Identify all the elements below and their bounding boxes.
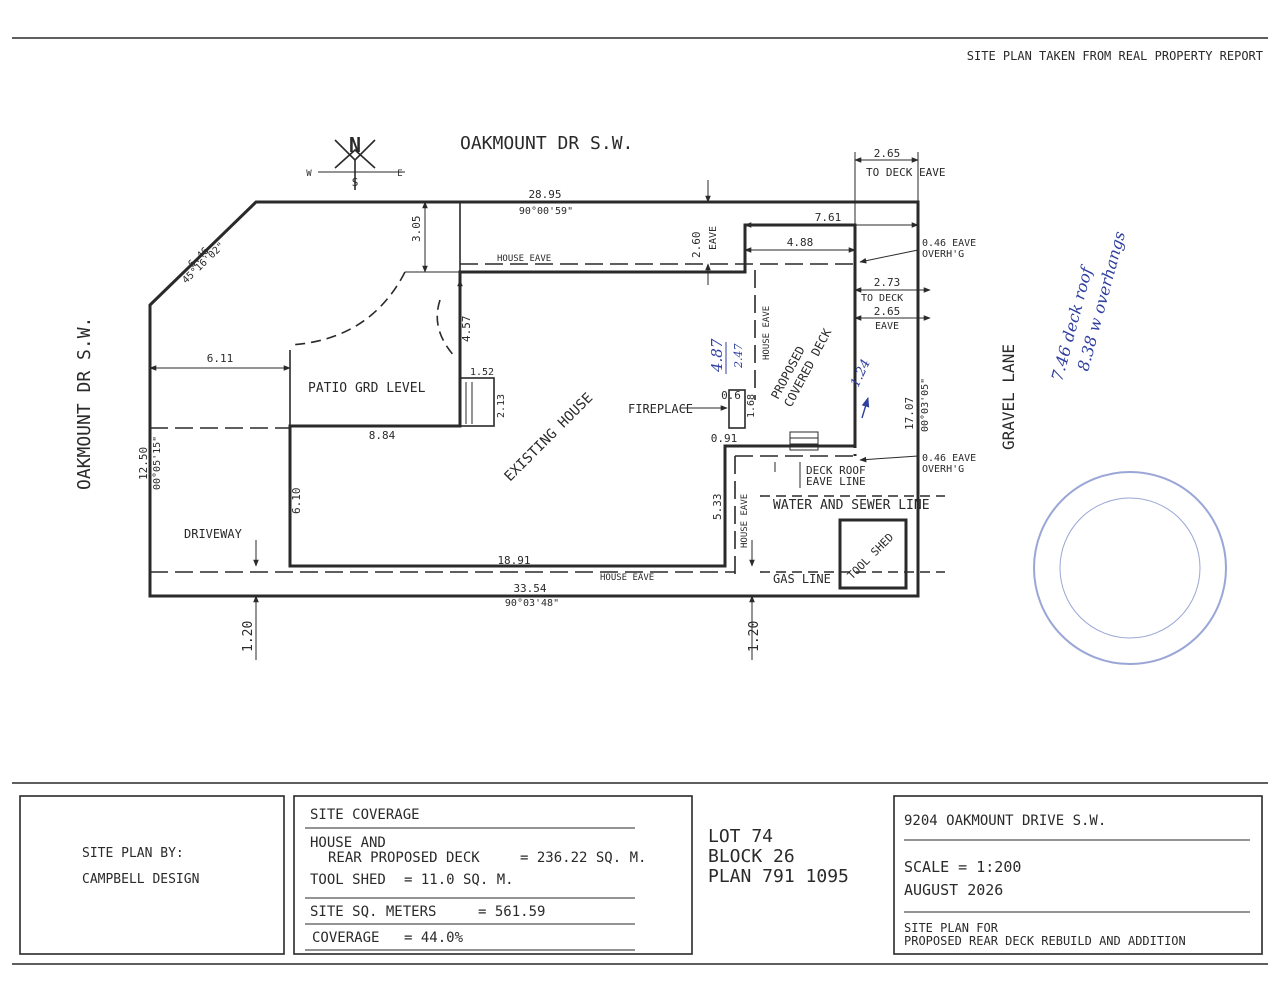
dim-0-91: 0.91	[711, 432, 738, 445]
dim-4-57: 4.57	[460, 316, 473, 343]
hand-2-47: 2.47	[732, 344, 745, 370]
coverage-value: = 44.0%	[404, 930, 464, 946]
house-outline	[288, 223, 857, 568]
fireplace-label: FIREPLACE	[628, 402, 693, 416]
purpose-1: SITE PLAN FOR	[904, 921, 999, 935]
angle-90-00-59: 90°00'59"	[519, 206, 573, 217]
site-label: SITE SQ. METERS	[310, 904, 436, 920]
hand-4-87: 4.87	[708, 338, 726, 373]
gas-line-label: GAS LINE	[773, 572, 831, 586]
house-eave-bottom-label: HOUSE EAVE	[600, 573, 654, 583]
dim-2-65-mid: 2.65	[874, 305, 901, 318]
street-left: OAKMOUNT DR S.W.	[74, 317, 95, 490]
hand-1-24: 1.24	[848, 357, 874, 390]
coverage-box	[293, 795, 693, 955]
dim-2-65-top: 2.65	[874, 147, 901, 160]
angle-00-03-05: 00°03'05"	[920, 378, 931, 432]
tool-shed-label: TOOL SHED	[845, 531, 896, 582]
patio-label: PATIO GRD LEVEL	[308, 381, 426, 396]
dim-4-88: 4.88	[787, 236, 814, 249]
dim-to-deck: TO DECK	[861, 293, 903, 304]
dim-33-54: 33.54	[513, 582, 546, 595]
deck-roof-label-2: EAVE LINE	[806, 475, 866, 488]
dim-6-11: 6.11	[207, 352, 234, 365]
shed-label: TOOL SHED	[310, 872, 386, 888]
dim-18-91: 18.91	[497, 554, 530, 567]
tool-shed	[838, 518, 908, 590]
address: 9204 OAKMOUNT DRIVE S.W.	[904, 813, 1106, 829]
dim-7-61: 7.61	[815, 211, 842, 224]
dim-28-95: 28.95	[528, 188, 561, 201]
dim-1-52: 1.52	[470, 367, 494, 378]
street-top: OAKMOUNT DR S.W.	[460, 133, 633, 154]
block-number: BLOCK 26	[708, 846, 795, 867]
house-eave-low-vertical: HOUSE EAVE	[740, 494, 750, 548]
driveway-label: DRIVEWAY	[184, 527, 243, 541]
dim-0-6: 0.6	[721, 389, 741, 402]
dim-2-73: 2.73	[874, 276, 901, 289]
eave-overhang-low-2: OVERH'G	[922, 464, 964, 475]
existing-house-label: EXISTING HOUSE	[502, 390, 597, 485]
patio-step	[459, 377, 495, 427]
fireplace	[728, 389, 746, 429]
water-sewer-label: WATER AND SEWER LINE	[773, 498, 930, 513]
designer-label: SITE PLAN BY:	[82, 846, 184, 861]
dim-8-84: 8.84	[369, 429, 396, 442]
source-note: SITE PLAN TAKEN FROM REAL PROPERTY REPOR…	[967, 49, 1263, 63]
house-value: = 236.22 SQ. M.	[520, 850, 646, 866]
eave-overhang-low: 0.46 EAVE	[922, 453, 976, 464]
eave-overhang-top-2: OVERH'G	[922, 249, 964, 260]
dim-1-68: 1.68	[746, 394, 757, 418]
patio-arc	[289, 271, 406, 346]
eave-overhang-top: 0.46 EAVE	[922, 238, 976, 249]
house-eave-vertical-label: HOUSE EAVE	[762, 306, 772, 360]
stairs	[789, 431, 819, 451]
coverage-title: SITE COVERAGE	[310, 807, 420, 823]
house-eave-top-label: HOUSE EAVE	[497, 254, 551, 264]
dim-2-60: 2.60	[690, 232, 703, 259]
address-box	[893, 795, 1263, 955]
purpose-2: PROPOSED REAR DECK REBUILD AND ADDITION	[904, 934, 1186, 948]
compass-north: N	[349, 133, 361, 157]
designer-name: CAMPBELL DESIGN	[82, 872, 199, 887]
dim-eave-mid: EAVE	[875, 321, 899, 332]
house-label-2: REAR PROPOSED DECK	[328, 850, 480, 866]
compass-east: E	[397, 169, 402, 179]
site-value: = 561.59	[478, 904, 545, 920]
dim-to-deck-eave: TO DECK EAVE	[866, 166, 945, 179]
coverage-label: COVERAGE	[312, 930, 379, 946]
faint-stamp	[1033, 471, 1227, 665]
angle-00-05-15: 00°05'15"	[152, 436, 163, 490]
dim-5-33: 5.33	[711, 494, 724, 521]
plan-number: PLAN 791 1095	[708, 866, 849, 887]
lot-number: LOT 74	[708, 826, 773, 847]
dim-17-07: 17.07	[903, 397, 916, 430]
shed-value: = 11.0 SQ. M.	[404, 872, 514, 888]
deck-roof-label-1: DECK ROOF	[806, 464, 866, 477]
north-arrow-compass: N S W E	[306, 133, 405, 190]
scale: SCALE = 1:200	[904, 858, 1021, 876]
dim-eave-vert: EAVE	[708, 226, 719, 250]
angle-90-03-48: 90°03'48"	[505, 598, 559, 609]
dim-12-50: 12.50	[137, 447, 150, 480]
street-right: GRAVEL LANE	[999, 344, 1018, 450]
date: AUGUST 2026	[904, 881, 1003, 899]
dim-1-20-right: 1.20	[747, 621, 762, 652]
property-boundary	[148, 200, 920, 598]
dim-2-13: 2.13	[496, 394, 507, 418]
dim-6-10: 6.10	[290, 488, 303, 515]
dimension-lines	[149, 152, 931, 660]
compass-south: S	[352, 176, 359, 189]
designer-box	[19, 795, 285, 955]
compass-west: W	[306, 169, 312, 179]
house-label-1: HOUSE AND	[310, 835, 386, 851]
dim-3-05: 3.05	[410, 216, 423, 243]
dim-1-20-left: 1.20	[241, 621, 256, 652]
